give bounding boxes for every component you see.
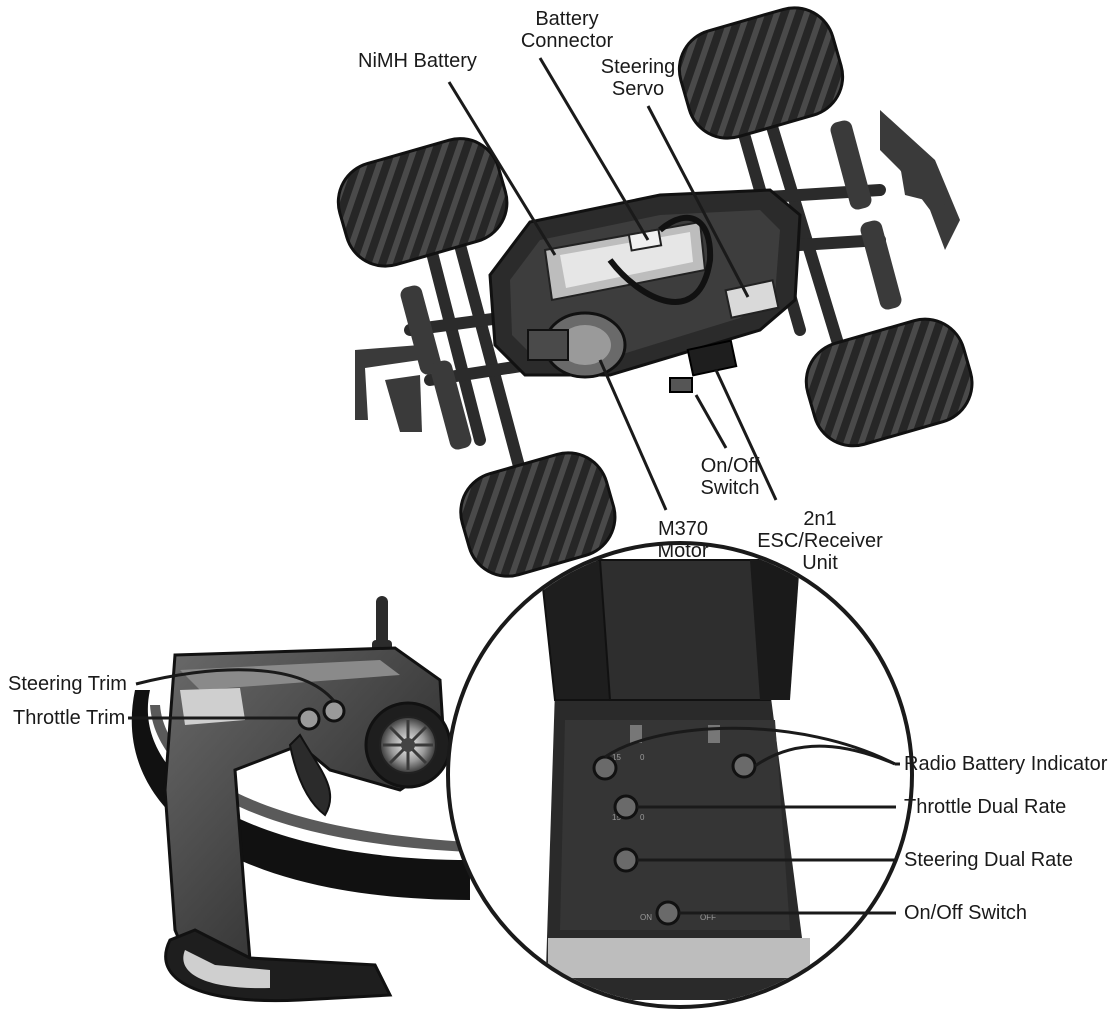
svg-text:15: 15 [612, 753, 621, 762]
zoom-leader-lines [604, 726, 900, 915]
label-throttle-trim: Throttle Trim [13, 707, 126, 729]
bumpers [355, 110, 960, 432]
label-m370-motor: M370 Motor [657, 518, 709, 562]
svg-text:ON: ON [640, 913, 652, 922]
label-steering-trim: Steering Trim [8, 673, 127, 695]
label-steering-dual-rate: Steering Dual Rate [904, 849, 1073, 871]
radio-onoff-switch [655, 900, 681, 926]
label-battery-connector: Battery Connector [520, 8, 614, 52]
throttle-dual-rate-knob [613, 794, 639, 820]
label-throttle-dual-rate: Throttle Dual Rate [904, 796, 1067, 818]
m370-motor [527, 311, 627, 379]
svg-text:15: 15 [612, 813, 621, 822]
label-steering-servo: Steering Servo [600, 56, 676, 100]
label-car-onoff-switch: On/Off Switch [700, 455, 760, 499]
steering-servo [724, 279, 780, 319]
steering-trim-knob [322, 699, 346, 723]
steering-dual-rate-knob [613, 847, 639, 873]
truck-leader-lines [447, 57, 778, 511]
label-radio-battery-indicator: Radio Battery Indicator [904, 753, 1108, 775]
shock-absorbers [400, 120, 902, 450]
radio-battery-indicator-led-1 [592, 755, 618, 781]
car-onoff-switch [669, 377, 693, 393]
radio-battery-indicator-led-2 [731, 753, 757, 779]
svg-text:0: 0 [640, 753, 645, 762]
zoom-detail-circle: 15 0 15 0 ON OFF [446, 541, 914, 1009]
transmitter-illustration [131, 596, 470, 1003]
rc-truck-illustration [336, 6, 974, 578]
svg-text:OFF: OFF [700, 913, 716, 922]
label-radio-onoff-switch: On/Off Switch [904, 902, 1028, 924]
tires [336, 6, 974, 578]
svg-text:0: 0 [640, 813, 645, 822]
label-esc-receiver: 2n1 ESC/Receiver Unit [757, 508, 883, 574]
throttle-trim-knob [297, 707, 321, 731]
transmitter-leader-lines [128, 668, 336, 720]
label-nimh-battery: NiMH Battery [358, 50, 477, 72]
